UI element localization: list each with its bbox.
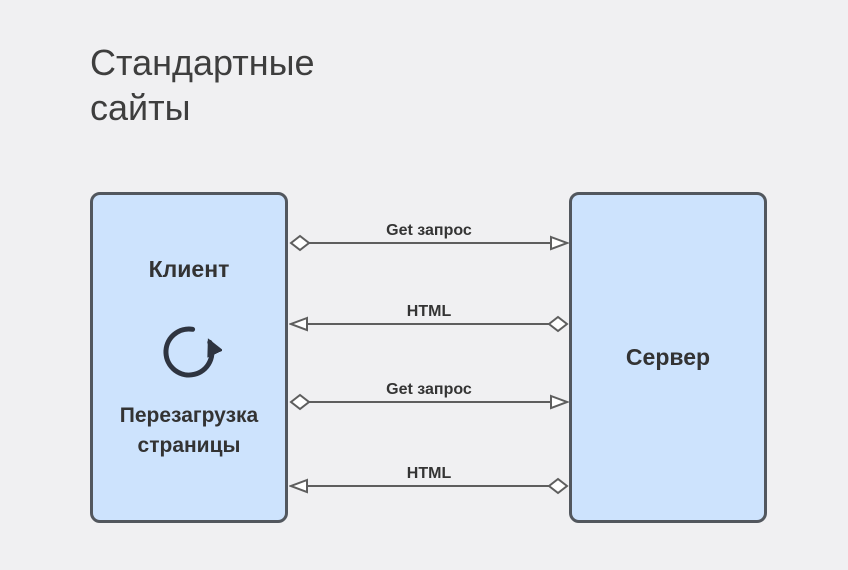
arrow-left-icon — [289, 477, 569, 495]
connector-label: Get запрос — [386, 381, 472, 398]
server-node: Сервер — [569, 192, 767, 523]
connector-html-2: HTML — [289, 465, 569, 496]
connector-get-request-1: Get запрос — [289, 222, 569, 253]
reload-icon-svg — [163, 326, 224, 378]
arrow-right-icon — [289, 234, 569, 252]
client-node-sublabel: Перезагрузка страницы — [119, 404, 259, 457]
diagram-title: Стандартные сайты — [90, 42, 315, 128]
connector-html-1: HTML — [289, 303, 569, 334]
server-node-label: Сервер — [625, 344, 711, 370]
connector-get-request-2: Get запрос — [289, 381, 569, 412]
connector-label: HTML — [406, 465, 452, 482]
arrow-left-icon — [289, 315, 569, 333]
client-node: Клиент Перезагрузка страницы — [90, 192, 288, 523]
connector-label: Get запрос — [386, 222, 472, 239]
arrow-right-icon — [289, 393, 569, 411]
client-node-label: Клиент — [148, 256, 230, 282]
reload-icon — [156, 319, 224, 385]
connector-label: HTML — [406, 303, 452, 320]
